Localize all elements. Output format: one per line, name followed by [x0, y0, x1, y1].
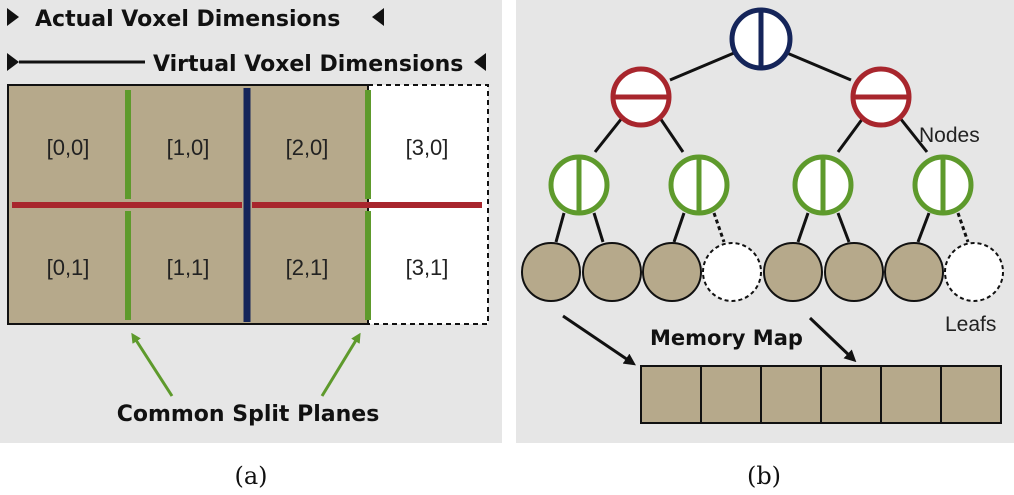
cell-label: [2,0] [286, 135, 329, 160]
root-node [729, 7, 793, 71]
memory-map [640, 365, 1002, 424]
leaf [763, 242, 823, 302]
caption-b: (b) [747, 462, 781, 490]
memory-cell [820, 365, 882, 424]
leaf [521, 242, 581, 302]
nodes-label: Nodes [919, 124, 980, 147]
green-node [792, 154, 854, 216]
actual-dims-left-arrow-icon [7, 8, 19, 26]
red-node [850, 66, 912, 128]
caption-a: (a) [234, 462, 267, 490]
split-plane-pointer-right [320, 332, 361, 397]
green-node [668, 154, 730, 216]
leaf [642, 242, 702, 302]
panel-b: Nodes Leafs Memory Map [516, 0, 1014, 443]
virtual-voxel-border [368, 84, 489, 325]
virtual-dims-right-arrow-icon [474, 53, 486, 71]
actual-dims-right-arrow-icon [372, 8, 384, 26]
red-node [610, 66, 672, 128]
cell-label: [1,1] [167, 255, 210, 280]
actual-dims-label: Actual Voxel Dimensions [35, 7, 340, 32]
green-node [548, 154, 610, 216]
leaf [824, 242, 884, 302]
memory-cell [760, 365, 822, 424]
virtual-dims-left-arrow-icon [7, 53, 19, 71]
virtual-dims-label: Virtual Voxel Dimensions [153, 52, 463, 77]
leaf [582, 242, 642, 302]
cell-label: [2,1] [286, 255, 329, 280]
leaf [884, 242, 944, 302]
empty-leaf [702, 242, 762, 302]
green-node [912, 154, 974, 216]
panel-a: Actual Voxel Dimensions Virtual Voxel Di… [0, 0, 502, 443]
memory-map-label: Memory Map [650, 326, 803, 350]
cell-label: [0,0] [47, 135, 90, 160]
cell-label: [1,0] [167, 135, 210, 160]
leafs-label: Leafs [945, 313, 996, 336]
tree-edges [554, 51, 970, 243]
cell-label: [3,0] [406, 135, 449, 160]
memory-cell [640, 365, 702, 424]
split-plane-pointer-left [131, 332, 174, 397]
memory-cell [700, 365, 762, 424]
memory-map-arrow-right [808, 316, 857, 363]
memory-cell [880, 365, 942, 424]
voxel-grid: [0,0] [1,0] [2,0] [3,0] [0,1] [1,1] [2,1… [7, 84, 489, 325]
cell-label: [0,1] [47, 255, 90, 280]
memory-map-arrow-left [562, 314, 636, 366]
split-planes-label: Common Split Planes [117, 402, 380, 427]
empty-leaf [944, 242, 1004, 302]
cell-label: [3,1] [406, 255, 449, 280]
memory-cell [940, 365, 1002, 424]
